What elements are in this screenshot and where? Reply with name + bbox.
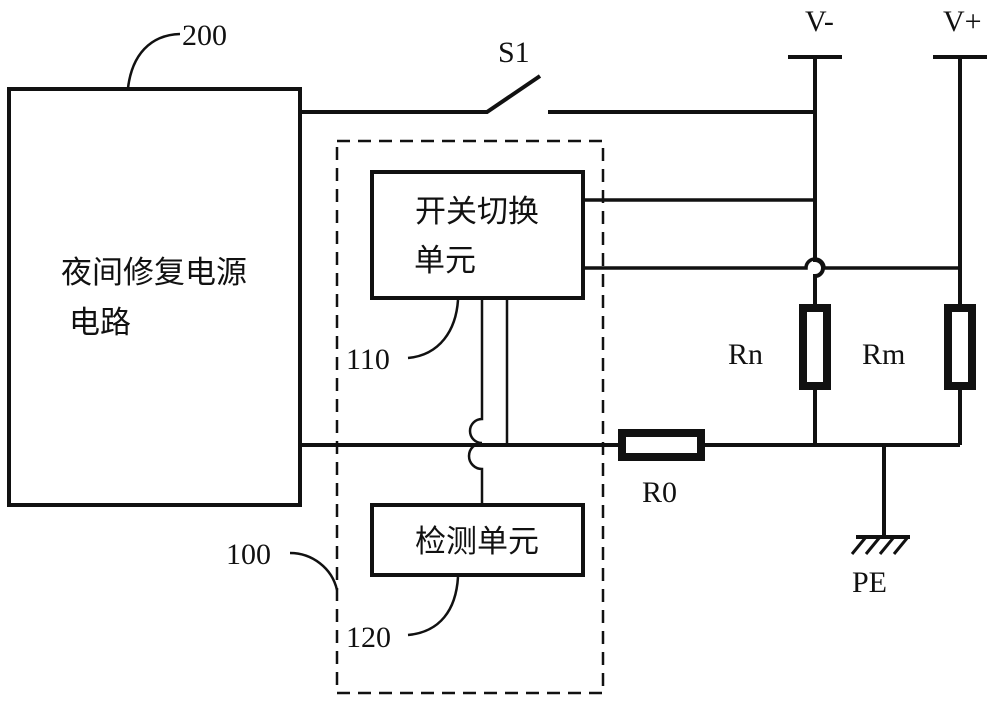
pe-label: PE	[852, 566, 887, 599]
power-circuit-label-2: 电路	[69, 305, 131, 341]
v-plus-label: V+	[943, 5, 982, 38]
ground-icon	[852, 537, 910, 554]
rn-label: Rn	[728, 338, 763, 371]
wire-switch-to-vplus	[583, 259, 960, 268]
ref-120-label: 120	[346, 621, 391, 654]
switch-unit-label-2: 单元	[414, 243, 476, 279]
detect-unit-label: 检测单元	[415, 524, 539, 560]
v-minus-rail	[815, 57, 823, 306]
ref-110-leader	[408, 300, 458, 358]
ref-100-leader	[290, 553, 337, 590]
ref-110-label: 110	[346, 343, 390, 376]
ref-100-label: 100	[226, 538, 271, 571]
power-circuit-label-1: 夜间修复电源	[61, 255, 247, 291]
ref-200-leader	[128, 34, 180, 88]
resistor-rm	[948, 308, 972, 386]
wire-detect-to-switch	[469, 298, 482, 505]
ref-200-label: 200	[182, 19, 227, 52]
resistor-rn	[803, 308, 827, 386]
resistor-r0	[622, 433, 701, 457]
switch-unit-block	[372, 172, 583, 298]
ref-120-leader	[408, 577, 458, 635]
wire-s1-left	[300, 76, 540, 112]
v-minus-label: V-	[805, 5, 834, 38]
power-circuit-block	[9, 89, 300, 505]
r0-label: R0	[642, 476, 677, 509]
switch-s1-label: S1	[498, 36, 530, 69]
rm-label: Rm	[862, 338, 905, 371]
switch-unit-label-1: 开关切换	[415, 194, 539, 230]
